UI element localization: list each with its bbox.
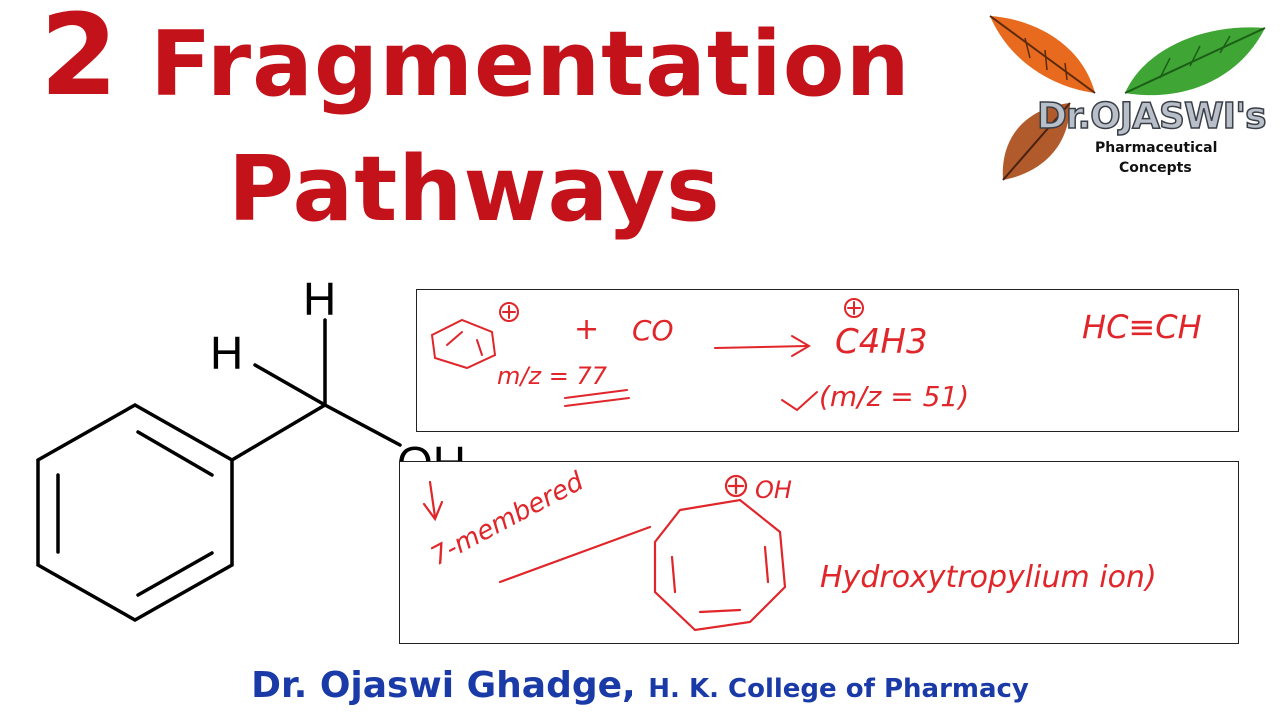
phenyl-cation-sketch bbox=[430, 298, 864, 412]
leaves-icon bbox=[989, 15, 1266, 181]
annotation-panel-1: + CO C4H3 m/z = 77 (m/z = 51) HC≡CH bbox=[416, 289, 1239, 432]
logo-line-2: Concepts bbox=[1119, 160, 1192, 176]
title-number: 2 bbox=[40, 0, 118, 121]
ring-oh-label: OH bbox=[755, 476, 792, 504]
atom-h-top: H bbox=[303, 273, 337, 325]
co-label: CO bbox=[632, 314, 674, 347]
comma-separator: , bbox=[622, 665, 649, 706]
logo-brand: Dr.OJASWI's bbox=[1036, 95, 1267, 138]
annotation-panel-2: 7-membered OH Hydroxytropylium ion) bbox=[399, 461, 1239, 644]
title-line-2: Pathways bbox=[228, 137, 721, 242]
footer-credit: Dr. Ojaswi Ghadge, H. K. College of Phar… bbox=[0, 665, 1280, 706]
acetylene-label: HC≡CH bbox=[1082, 308, 1202, 346]
benzyl-alcohol-structure bbox=[36, 318, 402, 623]
tropylium-ring-sketch bbox=[422, 474, 787, 632]
title-line-1: Fragmentation bbox=[150, 12, 911, 117]
logo: Dr.OJASWI's Pharmaceutical Concepts bbox=[985, 8, 1275, 198]
author-name: Dr. Ojaswi Ghadge bbox=[251, 665, 623, 706]
mz-51: (m/z = 51) bbox=[819, 380, 970, 413]
plus-sign: + bbox=[574, 312, 600, 347]
institution-name: H. K. College of Pharmacy bbox=[648, 674, 1029, 704]
product-formula: C4H3 bbox=[835, 322, 928, 362]
atom-h-left: H bbox=[210, 327, 244, 379]
mz-77: m/z = 77 bbox=[497, 362, 607, 390]
logo-line-1: Pharmaceutical bbox=[1095, 140, 1218, 156]
ion-name: Hydroxytropylium ion) bbox=[820, 560, 1157, 595]
